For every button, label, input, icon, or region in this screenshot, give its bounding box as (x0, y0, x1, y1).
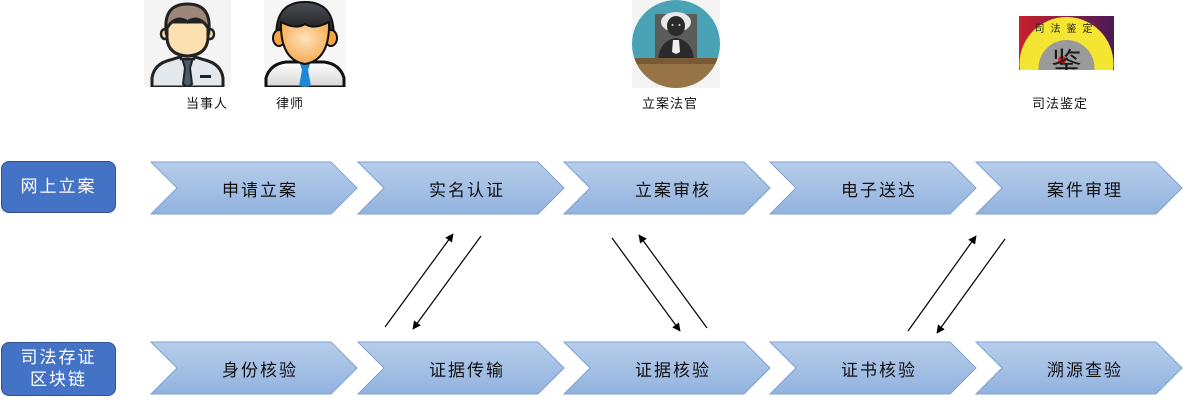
chevron-electronic-service[interactable] (768, 161, 977, 215)
link-arrow-cert-to-trial (907, 235, 977, 332)
appraisal-seal-char: 鉴 (1052, 47, 1082, 70)
lawyer-avatar-icon (264, 0, 346, 87)
judge-avatar-icon (632, 0, 720, 88)
appraisal-seal-icon: 鉴 司法鉴定 (1019, 16, 1114, 70)
appraisal-label: 司法鉴定 (1032, 97, 1089, 112)
row-header-blockchain-line1: 司法存证 (20, 348, 97, 368)
chevron-evidence-transfer[interactable] (356, 341, 565, 395)
chevron-case-trial[interactable] (974, 161, 1183, 215)
chevron-certificate-verify[interactable] (768, 341, 977, 395)
chevron-filing-review[interactable] (562, 161, 771, 215)
link-arrow-review-to-evidence (611, 237, 681, 332)
chevron-identity-verify[interactable] (149, 341, 358, 395)
judge-label: 立案法官 (642, 97, 699, 112)
link-arrow-evidence-to-review (638, 234, 708, 329)
appraisal-seal-text: 司法鉴定 (1035, 22, 1099, 35)
row-header-online-filing-text: 网上立案 (20, 177, 97, 197)
chevron-trace-verify[interactable] (974, 341, 1183, 395)
chevron-real-name-auth[interactable] (356, 161, 565, 215)
row-header-online-filing: 网上立案 (1, 161, 116, 213)
row-header-blockchain: 司法存证 区块链 (1, 342, 116, 396)
link-arrow-trial-to-cert (936, 238, 1006, 334)
chevron-apply-filing[interactable] (149, 161, 358, 215)
party-label: 当事人 (186, 97, 229, 112)
lawyer-label: 律师 (276, 97, 305, 112)
link-arrow-transfer-to-auth (384, 233, 454, 328)
row-header-blockchain-line2: 区块链 (30, 370, 87, 390)
link-arrow-auth-to-transfer (412, 235, 482, 330)
party-avatar-icon (144, 0, 231, 87)
chevron-evidence-verify[interactable] (562, 341, 771, 395)
